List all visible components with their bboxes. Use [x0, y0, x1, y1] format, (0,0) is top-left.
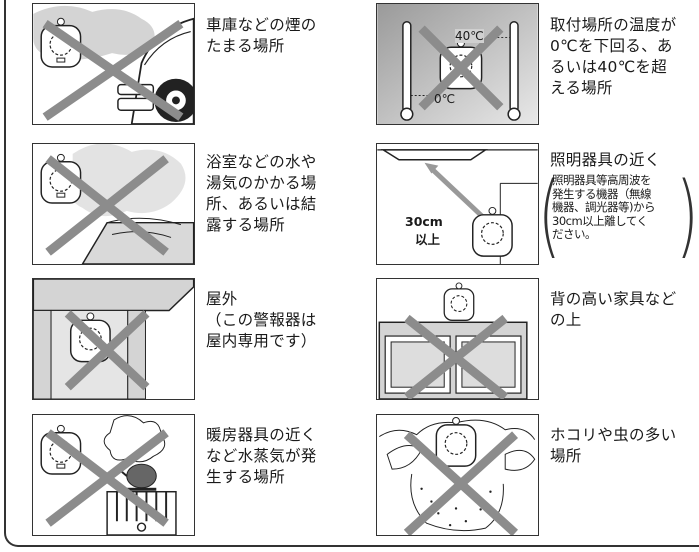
outdoor-text: 屋外 （この警報器は 屋内専用です）	[206, 290, 317, 350]
lighting-note: 照明器具等高周波を 発生する機器（無線 機器、調光器等)から 30cm以上離して…	[552, 173, 656, 241]
lighting-illustration: 30cm 以上	[376, 143, 539, 265]
heater-text: 暖房器具の近く など水蒸気が発 生する場所	[206, 426, 317, 486]
temp-high-label: 40℃	[455, 29, 484, 43]
distance-label-bottom: 以上	[415, 232, 441, 247]
temperature-illustration: 40℃ 0℃	[376, 3, 539, 125]
dust-illustration	[376, 414, 539, 536]
temp-low-label: 0℃	[434, 92, 456, 106]
lighting-text: 照明器具の近く	[550, 151, 661, 169]
note-close-paren: )	[676, 162, 699, 268]
garage-text: 車庫などの煙の たまる場所	[206, 16, 317, 55]
furniture-illustration	[376, 278, 539, 400]
furniture-text: 背の高い家具など の上	[550, 290, 677, 329]
heater-illustration	[32, 414, 195, 536]
distance-label-top: 30cm	[405, 214, 443, 229]
outdoor-illustration	[32, 278, 195, 400]
note-open-paren: (	[538, 162, 561, 268]
bathroom-text: 浴室などの水や 湯気のかかる場 所、あるいは結 露する場所	[206, 153, 317, 234]
page-frame	[4, 0, 699, 547]
bathroom-illustration	[32, 143, 195, 265]
dust-text: ホコリや虫の多い 場所	[550, 426, 677, 465]
temperature-text: 取付場所の温度が 0℃を下回る、あ るいは40℃を超 える場所	[550, 16, 677, 97]
garage-illustration	[32, 3, 195, 125]
